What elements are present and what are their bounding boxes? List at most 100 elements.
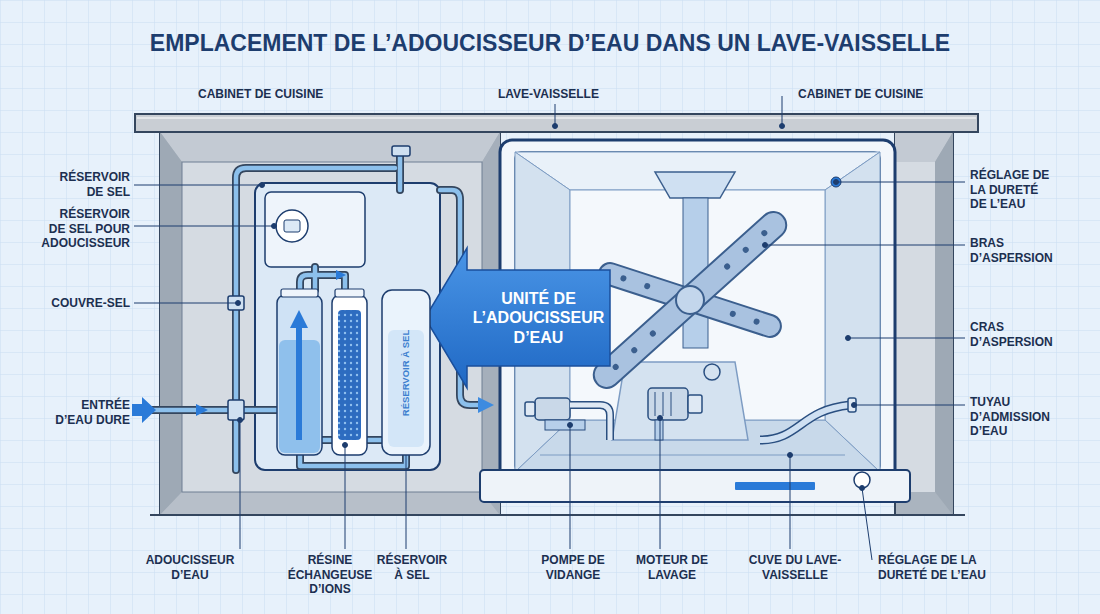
leader-line xyxy=(345,445,346,549)
part-label: RÉGLAGE DE LA DURETÉ DE L’EAU xyxy=(970,168,1056,212)
leader-line xyxy=(854,405,965,406)
kitchen-cabinet xyxy=(160,492,500,515)
leader-line xyxy=(834,180,839,185)
leader-line xyxy=(862,488,872,560)
spray-arm xyxy=(643,282,651,290)
resin-column xyxy=(332,295,367,455)
part-label: TUYAU D’ADMISSION D’EAU xyxy=(970,395,1062,439)
leader-line xyxy=(343,443,348,448)
spray-arm xyxy=(723,262,731,270)
wash-motor xyxy=(648,388,688,420)
kitchen-cabinet xyxy=(895,132,953,515)
water-inlet-hose xyxy=(848,398,856,412)
front-panel xyxy=(735,482,815,490)
kitchen-cabinet xyxy=(895,162,935,492)
front-panel xyxy=(480,470,910,502)
drain-pump xyxy=(545,420,585,430)
leader-line xyxy=(660,418,661,549)
kitchen-cabinet xyxy=(160,132,500,162)
wash-motor xyxy=(704,364,720,380)
leader-line xyxy=(134,303,238,304)
resin-column xyxy=(338,310,361,440)
leader-line xyxy=(236,301,241,306)
leader-line xyxy=(836,182,965,183)
water-pipe xyxy=(140,150,480,470)
drain-pump xyxy=(525,398,610,440)
spray-arm xyxy=(611,363,619,371)
water-pipe xyxy=(140,150,480,470)
resin-column xyxy=(335,289,364,297)
inlet-valve xyxy=(228,400,244,420)
leader-line xyxy=(780,124,785,129)
flow-arrow xyxy=(336,270,346,280)
unit-arrow: UNITÉ DE L’ADOUCISSEUR D’EAU xyxy=(425,248,610,388)
leader-line xyxy=(555,104,556,126)
leader-line xyxy=(790,455,791,549)
wash-motor xyxy=(648,364,720,440)
softener-cylinder xyxy=(277,295,322,455)
floor-line xyxy=(150,514,965,516)
part-label: CRAS D’ASPERSION xyxy=(970,320,1062,349)
inlet-arrow xyxy=(132,397,156,423)
part-label: MOTEUR DE LAVAGE xyxy=(632,553,712,582)
part-label: ENTRÉE D’EAU DURE xyxy=(46,398,130,427)
spray-arm xyxy=(588,207,791,394)
wash-motor xyxy=(655,420,663,440)
water-inlet-hose xyxy=(760,405,850,440)
kitchen-cabinet xyxy=(935,132,953,515)
softener-unit xyxy=(255,183,440,470)
leader-line xyxy=(848,338,965,339)
spray-arm-hub xyxy=(676,286,704,314)
part-label: POMPE DE VIDANGE xyxy=(528,553,618,582)
spray-arm xyxy=(596,260,783,340)
leader-line xyxy=(763,243,768,248)
leader-line xyxy=(860,486,865,491)
leader-line xyxy=(406,445,407,549)
part-label: CUVE DU LAVE-VAISSELLE xyxy=(735,553,855,582)
wash-motor xyxy=(663,392,664,416)
drain-pump xyxy=(535,398,570,420)
wash-motor xyxy=(671,392,672,416)
wash-motor xyxy=(655,392,656,416)
water-inlet-hose xyxy=(760,398,856,440)
countertop xyxy=(135,114,978,132)
sump-block xyxy=(612,362,748,440)
dishwasher-body xyxy=(825,152,880,472)
part-label: RÉSERVOIR À SEL xyxy=(372,553,452,582)
leader-line xyxy=(238,418,243,423)
countertop xyxy=(135,114,978,132)
leader-line xyxy=(782,96,783,126)
leader-line xyxy=(852,403,857,408)
leader-line xyxy=(568,423,573,428)
softener-unit xyxy=(255,183,440,470)
outlet-arrow xyxy=(478,397,494,413)
sump-block xyxy=(612,362,748,440)
softener-unit xyxy=(265,192,365,267)
water-inlet-hose xyxy=(760,405,850,440)
spray-arm xyxy=(741,246,749,254)
leader-line xyxy=(765,245,965,246)
leader-line xyxy=(240,420,241,549)
softener-cylinder xyxy=(281,289,318,297)
softener-cylinder xyxy=(277,289,322,455)
tank-label: RÉSERVOIR À SEL xyxy=(401,329,411,415)
part-label: RÉGLAGE DE LA DURETÉ DE L’EAU xyxy=(878,553,1008,582)
part-label: RÉSERVOIR DE SEL xyxy=(42,170,130,199)
drain-pump xyxy=(525,402,535,416)
leader-line xyxy=(272,224,277,229)
leader-line xyxy=(788,453,793,458)
leader-line xyxy=(134,96,965,560)
countertop xyxy=(137,117,976,119)
part-label: RÉSERVOIR DE SEL POUR ADOUCISSEUR xyxy=(40,207,130,251)
part-label: ADOUCISSEUR D’EAU xyxy=(135,553,245,582)
part-label: LAVE-VAISSELLE xyxy=(498,87,648,102)
softener-cylinder xyxy=(296,326,302,440)
part-label: RÉSINE ÉCHANGEUSE D’IONS xyxy=(280,553,380,597)
spray-arm xyxy=(760,229,768,237)
part-label: CABINET DE CUISINE xyxy=(198,87,368,102)
spray-arm xyxy=(753,318,761,326)
